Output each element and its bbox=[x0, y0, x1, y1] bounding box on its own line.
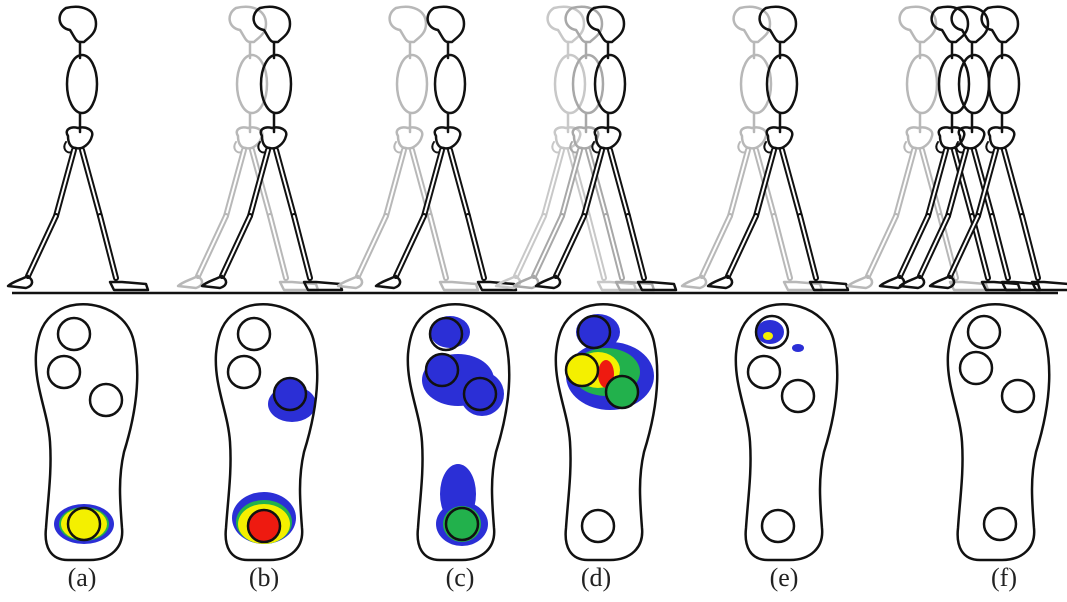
insole-e bbox=[736, 304, 837, 560]
sensor-metatarsal-1 bbox=[566, 354, 598, 386]
insole-c bbox=[408, 304, 509, 560]
sensor-metatarsal-5 bbox=[1002, 380, 1034, 412]
sensor-metatarsal-5 bbox=[274, 378, 306, 410]
sensor-toe bbox=[238, 318, 270, 350]
panel-label-a: (a) bbox=[42, 563, 122, 593]
sensor-heel bbox=[762, 510, 794, 542]
walker-b-faded bbox=[178, 7, 318, 290]
walker-d bbox=[536, 7, 676, 290]
walker-b bbox=[202, 7, 342, 290]
sensor-metatarsal-1 bbox=[426, 354, 458, 386]
sensor-metatarsal-1 bbox=[960, 352, 992, 384]
sensor-heel bbox=[446, 508, 478, 540]
sensor-metatarsal-1 bbox=[48, 356, 80, 388]
panel-label-d: (d) bbox=[556, 563, 636, 593]
walker-c bbox=[376, 7, 516, 290]
sensor-heel bbox=[984, 508, 1016, 540]
sensor-heel bbox=[68, 508, 100, 540]
sensor-metatarsal-5 bbox=[782, 380, 814, 412]
sensor-toe bbox=[58, 318, 90, 350]
walker-d-faded-2 bbox=[514, 7, 654, 290]
panel-label-e: (e) bbox=[744, 563, 824, 593]
sensor-toe bbox=[968, 316, 1000, 348]
panel-label-f: (f) bbox=[964, 563, 1044, 593]
walker-a bbox=[8, 7, 148, 290]
panel-label-b: (b) bbox=[224, 563, 304, 593]
insole-a bbox=[36, 304, 137, 560]
insole-d bbox=[556, 304, 657, 560]
insole-b bbox=[216, 304, 317, 560]
panel-label-c: (c) bbox=[420, 563, 500, 593]
walker-e-faded bbox=[682, 7, 822, 290]
walker-e bbox=[708, 7, 848, 290]
sensor-metatarsal-5 bbox=[464, 378, 496, 410]
sensor-metatarsal-5 bbox=[606, 376, 638, 408]
sensor-metatarsal-1 bbox=[228, 356, 260, 388]
sensor-heel bbox=[248, 510, 280, 542]
sensor-metatarsal-5 bbox=[90, 384, 122, 416]
sensor-heel bbox=[582, 510, 614, 542]
sensor-metatarsal-1 bbox=[748, 356, 780, 388]
insole-f bbox=[948, 304, 1049, 560]
